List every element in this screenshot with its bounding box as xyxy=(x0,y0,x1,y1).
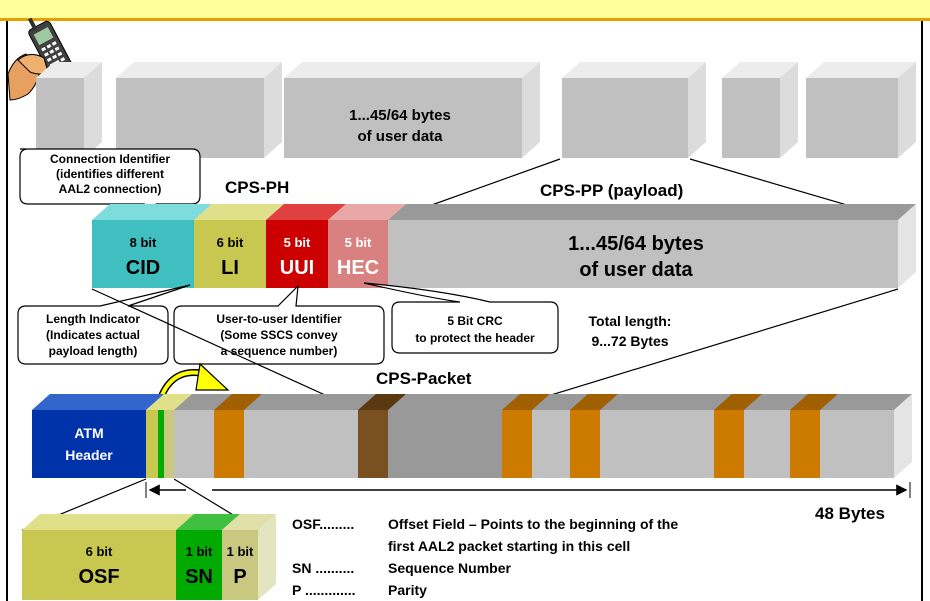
legend-desc-p: Parity xyxy=(388,582,427,598)
sn-field xyxy=(176,530,222,600)
callout-cid-line2: (identifies different xyxy=(56,167,164,181)
top-block-1 xyxy=(36,62,102,158)
callout-cid-line1: Connection Identifier xyxy=(50,152,170,166)
hec-bits: 5 bit xyxy=(345,235,372,250)
callout-cid-line3: AAL2 connection) xyxy=(59,182,162,196)
cell-dark-segment xyxy=(358,410,388,478)
total-length-line1: Total length: xyxy=(589,313,672,329)
crc-callout: 5 Bit CRC to protect the header xyxy=(363,282,559,354)
cid-bits: 8 bit xyxy=(130,235,157,250)
cps-packet-label: CPS-Packet xyxy=(376,369,472,388)
callout-uui-line1: User-to-user Identifier xyxy=(216,312,342,326)
atm-header-field xyxy=(32,410,146,478)
cell-orange-segment-3 xyxy=(570,410,600,478)
callout-li-line1: Length Indicator xyxy=(46,312,140,326)
length-indicator-callout: Length Indicator (Indicates actual paylo… xyxy=(17,284,191,365)
p-field xyxy=(222,530,258,600)
cps-ph-label: CPS-PH xyxy=(225,178,289,197)
title-rule xyxy=(0,18,930,21)
cps-packet-line-left xyxy=(91,288,359,411)
uui-bits: 5 bit xyxy=(284,235,311,250)
p-bits: 1 bit xyxy=(227,544,254,559)
top-payload-line1: 1...45/64 bytes xyxy=(349,107,451,124)
atm-header-line2: Header xyxy=(65,447,113,463)
cell-orange-segment-4 xyxy=(714,410,744,478)
cps-payload-line2: of user data xyxy=(579,259,693,281)
hec-name: HEC xyxy=(337,257,379,279)
cell-orange-segment-5 xyxy=(790,410,820,478)
osf-bits: 6 bit xyxy=(86,544,113,559)
osf-name: OSF xyxy=(78,566,119,588)
osf-field xyxy=(22,530,176,600)
cps-payload-field xyxy=(388,220,898,288)
cid-field xyxy=(92,220,194,288)
uui-field xyxy=(266,220,328,288)
top-block-3 xyxy=(284,62,540,158)
cps-packet-row: 8 bit CID 6 bit LI 5 bit UUI 5 bit HEC 1… xyxy=(92,204,916,288)
start-field-block: 6 bit OSF 1 bit SN 1 bit P xyxy=(22,514,276,600)
sn-name: SN xyxy=(185,566,213,588)
legend-key-sn: SN .......... xyxy=(292,560,354,576)
legend: OSF......... Offset Field – Points to th… xyxy=(292,516,678,598)
cps-pp-label: CPS-PP (payload) xyxy=(540,181,683,200)
li-field xyxy=(194,220,266,288)
top-row-blocks: 1...45/64 bytes of user data xyxy=(36,62,916,158)
bytes-48-label: 48 Bytes xyxy=(815,504,885,523)
cell-orange-segment-2 xyxy=(502,410,532,478)
cell-sn-segment xyxy=(158,410,164,478)
callout-li-line3: payload length) xyxy=(49,344,138,358)
hec-field xyxy=(328,220,388,288)
legend-desc-sn: Sequence Number xyxy=(388,560,511,576)
cid-name: CID xyxy=(126,257,160,279)
top-block-2 xyxy=(116,62,282,158)
connection-identifier-callout: Connection Identifier (identifies differ… xyxy=(19,148,201,221)
cell-p-segment xyxy=(164,410,174,478)
cell-packet-body xyxy=(388,410,502,478)
top-block-5 xyxy=(722,62,798,158)
callout-crc-line2: to protect the header xyxy=(415,331,535,345)
callout-uui-line2: (Some SSCS convey xyxy=(220,328,338,342)
user-to-user-callout: User-to-user Identifier (Some SSCS conve… xyxy=(173,284,385,365)
legend-key-p: P ............. xyxy=(292,582,356,598)
legend-desc-osf-cont: first AAL2 packet starting in this cell xyxy=(388,538,630,554)
li-bits: 6 bit xyxy=(217,235,244,250)
top-block-4 xyxy=(562,62,706,158)
legend-key-osf: OSF......... xyxy=(292,516,354,532)
title-band xyxy=(0,0,930,18)
cell-orange-segment-1 xyxy=(214,410,244,478)
atm-cell-row: ATM Header xyxy=(32,394,912,478)
total-length-line2: 9...72 Bytes xyxy=(591,333,668,349)
uui-name: UUI xyxy=(280,257,314,279)
callout-uui-line3: a sequence number) xyxy=(221,344,338,358)
p-name: P xyxy=(233,566,246,588)
cell-osf-segment xyxy=(146,410,158,478)
callout-li-line2: (Indicates actual xyxy=(46,328,140,342)
callout-crc-line1: 5 Bit CRC xyxy=(447,314,503,328)
cps-packet-line-right xyxy=(501,288,899,411)
top-block-6 xyxy=(806,62,916,158)
top-payload-line2: of user data xyxy=(357,128,443,145)
li-name: LI xyxy=(221,257,239,279)
legend-desc-osf: Offset Field – Points to the beginning o… xyxy=(388,516,678,532)
sn-bits: 1 bit xyxy=(186,544,213,559)
cps-payload-line1: 1...45/64 bytes xyxy=(568,233,704,255)
atm-header-line1: ATM xyxy=(74,425,103,441)
